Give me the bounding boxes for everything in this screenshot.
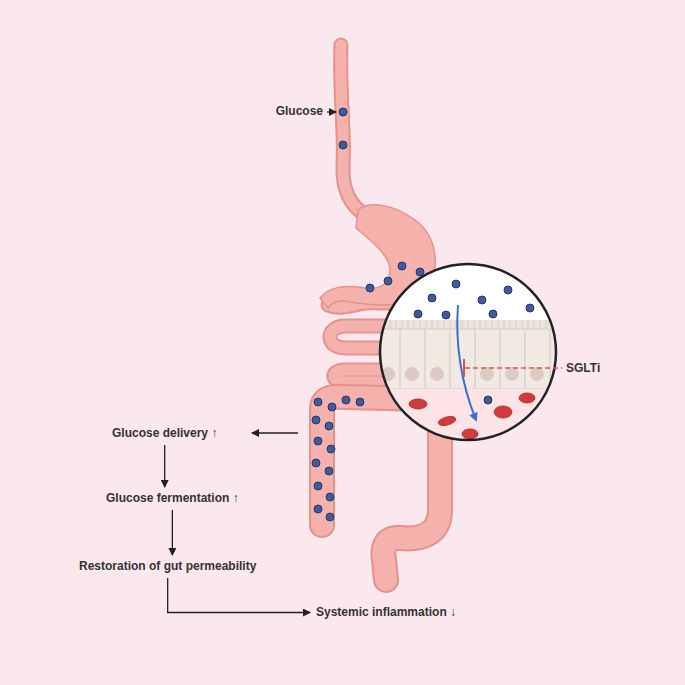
glucose-dot bbox=[452, 280, 460, 288]
glucose-dot bbox=[325, 422, 333, 430]
glucose-dot bbox=[326, 493, 334, 501]
nucleus bbox=[430, 367, 444, 381]
absorption-arrow bbox=[457, 305, 476, 420]
inhibitor-leader bbox=[465, 367, 562, 369]
glucose-dot bbox=[428, 294, 436, 302]
red-blood-cell bbox=[437, 415, 456, 427]
inhibition-bar bbox=[463, 359, 465, 377]
glucose-dot bbox=[416, 268, 424, 276]
glucose-dot bbox=[328, 403, 336, 411]
glucose-dot bbox=[504, 286, 512, 294]
glucose-dot bbox=[312, 459, 320, 467]
glucose-dot bbox=[339, 141, 347, 149]
microvilli-lines bbox=[384, 320, 552, 329]
glucose-dot bbox=[414, 310, 422, 318]
step-text: Glucose fermentation ↑ bbox=[106, 491, 239, 506]
glucose-dot bbox=[339, 108, 347, 116]
glucose-dot bbox=[314, 437, 322, 445]
glucose-dot bbox=[489, 310, 497, 318]
glucose-dot bbox=[526, 304, 534, 312]
flow-arrow bbox=[172, 510, 173, 555]
glucose-dot bbox=[314, 482, 322, 490]
esophagus-outline bbox=[341, 45, 366, 216]
glucose-dot bbox=[366, 284, 374, 292]
glucose-dots bbox=[414, 280, 534, 404]
pointer-arrow bbox=[252, 432, 298, 433]
glucose-dot bbox=[312, 416, 320, 424]
nucleus bbox=[505, 367, 519, 381]
glucose-dot bbox=[384, 277, 392, 285]
step-text: Systemic inflammation ↓ bbox=[316, 605, 456, 620]
step-text: Glucose delivery ↑ bbox=[112, 426, 217, 441]
red-blood-cell bbox=[409, 399, 427, 409]
flow-step: Glucose delivery ↑ bbox=[110, 425, 219, 442]
glucose-dot bbox=[478, 296, 486, 304]
magnified-view bbox=[378, 262, 558, 449]
glucose-dot bbox=[442, 311, 450, 319]
annotation-label: SGLTi bbox=[566, 361, 600, 376]
nucleus bbox=[480, 367, 494, 381]
red-blood-cells bbox=[409, 393, 535, 439]
glucose-dot bbox=[314, 505, 322, 513]
red-blood-cell bbox=[462, 429, 478, 439]
glucose-dot bbox=[326, 513, 334, 521]
pointer-arrow bbox=[327, 111, 336, 112]
glucose-dot bbox=[314, 398, 322, 406]
flow-step: Glucose fermentation ↑ bbox=[104, 490, 241, 507]
flow-step: Systemic inflammation ↓ bbox=[314, 604, 458, 621]
red-blood-cell bbox=[494, 406, 512, 418]
glucose-dot bbox=[327, 445, 335, 453]
glucose-dot bbox=[342, 396, 350, 404]
glucose-dot bbox=[356, 398, 364, 406]
glucose-dot bbox=[484, 396, 492, 404]
nucleus bbox=[405, 367, 419, 381]
microvilli bbox=[378, 320, 558, 329]
lumen bbox=[378, 262, 558, 328]
step-text: Restoration of gut permeability bbox=[79, 559, 256, 574]
flow-arrow bbox=[168, 578, 310, 613]
esophagus bbox=[341, 45, 366, 216]
flow-step: Restoration of gut permeability bbox=[77, 558, 258, 575]
cell-borders bbox=[400, 329, 550, 389]
annotation-label: Glucose bbox=[276, 104, 323, 119]
red-blood-cell bbox=[519, 393, 535, 403]
nucleus bbox=[530, 367, 544, 381]
glucose-dot bbox=[325, 467, 333, 475]
epithelium bbox=[378, 329, 558, 389]
glucose-dot bbox=[398, 262, 406, 270]
flow-arrow bbox=[164, 445, 165, 487]
magnifier-ring bbox=[380, 264, 556, 440]
